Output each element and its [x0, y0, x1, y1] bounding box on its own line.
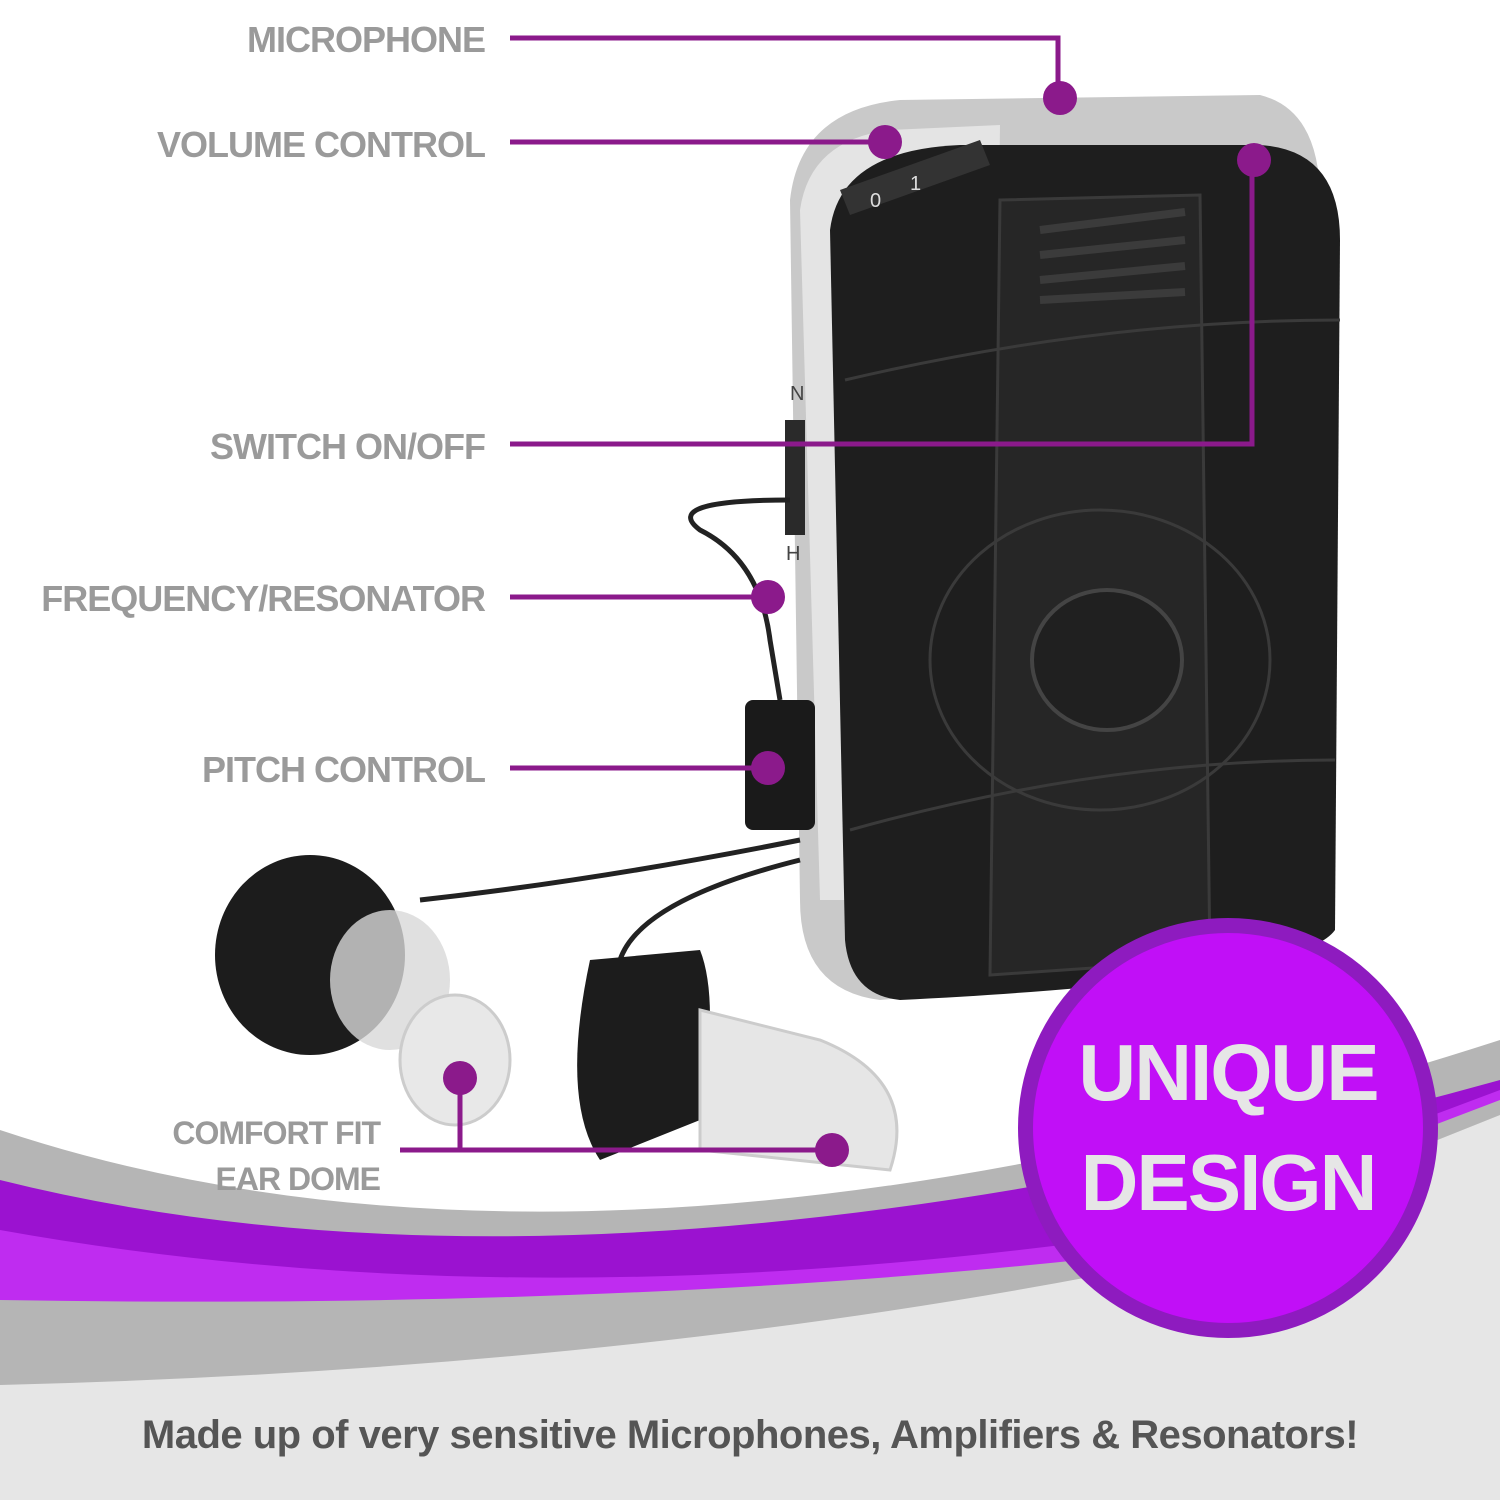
dial-marking-1: 1: [910, 173, 921, 195]
ear-dome-marker-dot-2: [815, 1133, 849, 1167]
callout-pitch: PITCH CONTROL: [202, 749, 486, 790]
pitch-marker-dot: [751, 751, 785, 785]
callout-microphone: MICROPHONE: [246, 19, 486, 60]
microphone-marker-dot: [1043, 81, 1077, 115]
switch-marker-dot: [1237, 143, 1271, 177]
callout-frequency: FREQUENCY/RESONATOR: [41, 578, 486, 619]
ear-dome-marker-dot: [443, 1061, 477, 1095]
switch-marking-h: H: [786, 543, 800, 565]
unique-design-badge: UNIQUE DESIGN: [1018, 918, 1438, 1338]
callout-volume-control: VOLUME CONTROL: [157, 124, 486, 165]
dial-marking-0: 0: [870, 190, 881, 212]
tagline: Made up of very sensitive Microphones, A…: [141, 1413, 1359, 1457]
badge-line1: UNIQUE: [1078, 1028, 1379, 1117]
volume-marker-dot: [868, 125, 902, 159]
switch-marking-n: N: [790, 383, 804, 405]
callout-ear-dome-line2: EAR DOME: [215, 1161, 381, 1197]
callout-switch: SWITCH ON/OFF: [210, 426, 486, 467]
callout-ear-dome-line1: COMFORT FIT: [172, 1115, 381, 1151]
frequency-marker-dot: [751, 580, 785, 614]
badge-line2: DESIGN: [1080, 1138, 1378, 1227]
